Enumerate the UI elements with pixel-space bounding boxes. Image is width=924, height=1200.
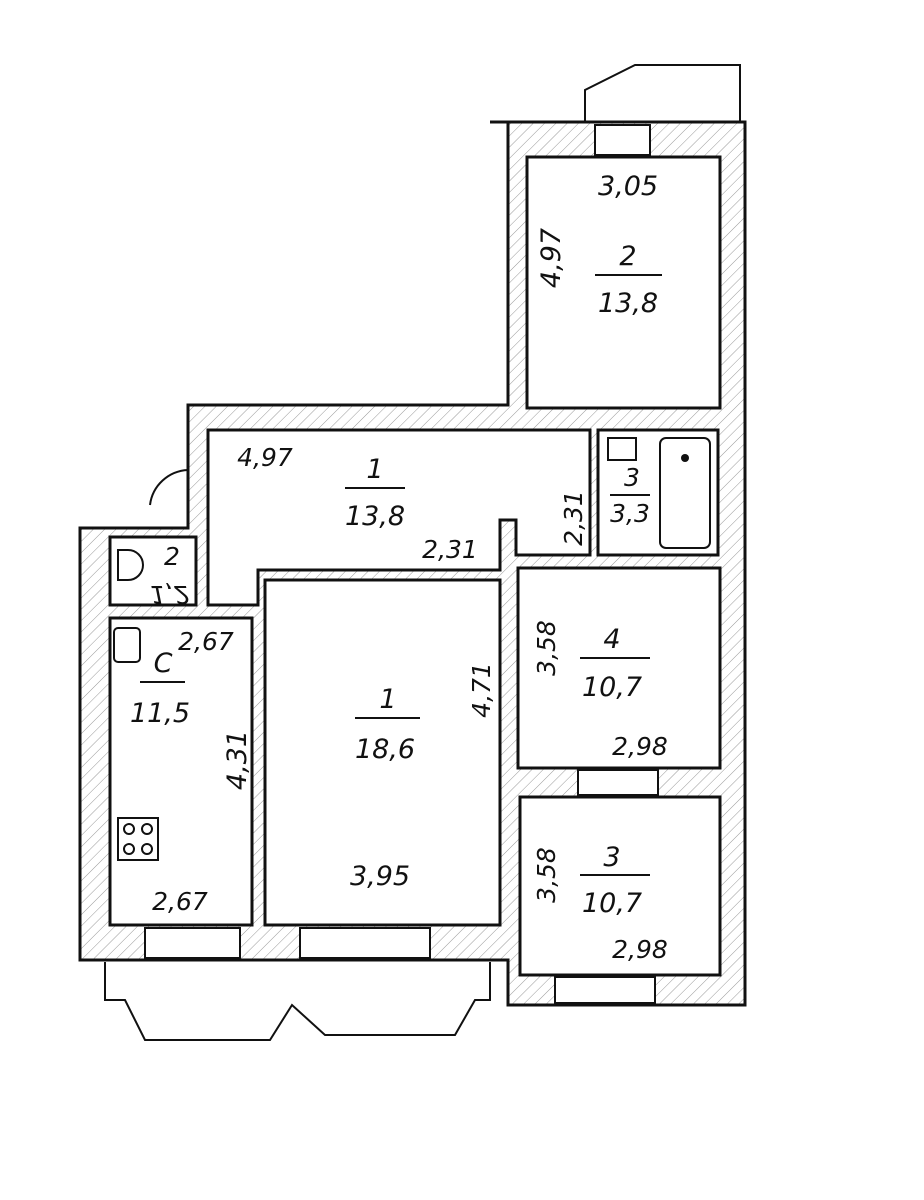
room-3-length: 3,58 xyxy=(532,847,561,903)
door-swing xyxy=(149,469,189,506)
balcony-bottom xyxy=(104,962,491,1041)
toilet-icon xyxy=(117,549,144,581)
bathroom-area-label: 3,3 xyxy=(610,499,650,528)
toilet-number: 2 xyxy=(164,542,180,571)
window xyxy=(144,927,241,959)
hallway-number: 1 xyxy=(366,454,383,485)
room-4-width: 2,98 xyxy=(612,732,668,761)
living-room-area-label: 18,6 xyxy=(355,734,415,765)
kitchen-width-top: 2,67 xyxy=(178,627,234,656)
living-room-number: 1 xyxy=(379,684,396,715)
room-2-length: 4,97 xyxy=(536,228,567,288)
window xyxy=(299,927,431,959)
room-2-area xyxy=(525,155,722,410)
kitchen-area-label: 11,5 xyxy=(130,698,190,729)
kitchen-length: 4,31 xyxy=(222,730,253,790)
window xyxy=(577,769,659,796)
room-4-area xyxy=(516,566,722,770)
room-2-area-label: 13,8 xyxy=(598,288,658,319)
living-room-width: 3,95 xyxy=(350,861,410,892)
faucet-icon xyxy=(681,454,689,462)
room-2-number: 2 xyxy=(619,241,636,272)
living-room-area xyxy=(263,578,502,927)
bathroom-area xyxy=(596,428,720,557)
hallway-area-label: 13,8 xyxy=(345,501,405,532)
kitchen-width-bottom: 2,67 xyxy=(152,887,208,916)
window xyxy=(554,976,656,1004)
hallway-width: 4,97 xyxy=(237,443,293,472)
stove-icon xyxy=(117,817,159,861)
living-room-length: 4,71 xyxy=(467,662,496,718)
toilet-area xyxy=(108,535,198,607)
hallway-area xyxy=(206,428,592,607)
sink-icon xyxy=(607,437,637,461)
kitchen-sink-icon xyxy=(113,627,141,663)
room-4-number: 4 xyxy=(603,624,620,655)
room-4-length: 3,58 xyxy=(532,620,561,676)
room-3-area xyxy=(518,795,722,977)
room-3-width: 2,98 xyxy=(612,935,668,964)
toilet-area-label: 1,2 xyxy=(150,580,190,609)
kitchen-number: C xyxy=(154,648,173,679)
room-3-number: 3 xyxy=(603,842,620,873)
room-3-area-label: 10,7 xyxy=(582,888,642,919)
bathtub-icon xyxy=(659,437,711,549)
room-2-width: 3,05 xyxy=(598,171,658,202)
bathroom-number: 3 xyxy=(624,463,640,492)
room-4-area-label: 10,7 xyxy=(582,672,642,703)
balcony-top xyxy=(584,64,741,122)
hallway-depth: 2,31 xyxy=(422,535,478,564)
hallway-length: 2,31 xyxy=(559,490,588,546)
kitchen-area xyxy=(108,616,254,927)
label-dividers xyxy=(140,274,662,876)
window xyxy=(594,124,651,156)
